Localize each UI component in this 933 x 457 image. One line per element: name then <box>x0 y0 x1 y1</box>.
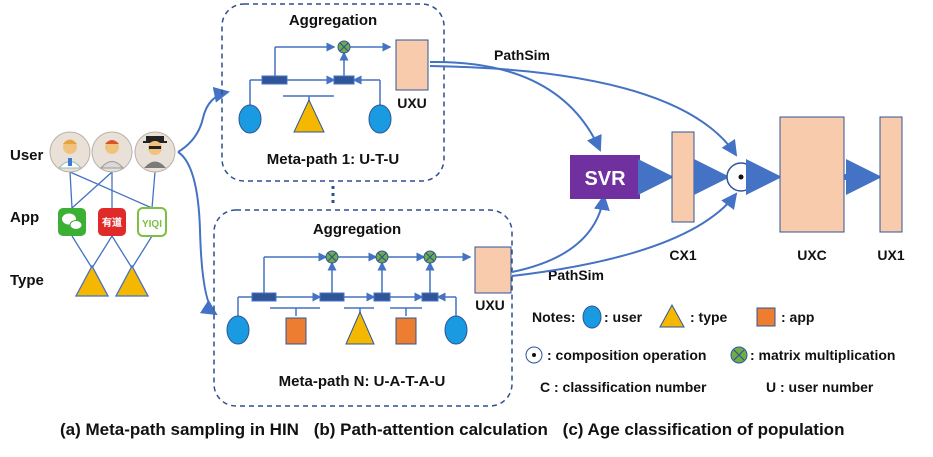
cx1-label: CX1 <box>669 247 696 263</box>
legend-u-definition: U : user number <box>766 379 874 395</box>
metapath1-panel: Aggregation UXU Meta-path 1: U-T-U <box>221 3 445 182</box>
metapathN-panel: Aggregation <box>213 209 513 407</box>
svr-block <box>570 155 640 199</box>
user-row-label: User <box>10 147 44 164</box>
legend: Notes: : user : type : app : composition… <box>525 303 895 395</box>
uxc-matrix <box>779 116 845 233</box>
metapathN-user-node-1 <box>226 315 250 345</box>
pathsim-top-label: PathSim <box>494 47 550 63</box>
svg-text:有道: 有道 <box>102 216 122 229</box>
metapath1-uxu-label: UXU <box>397 95 427 111</box>
hin-to-metapath1-arrow <box>177 86 230 153</box>
app-row-label: App <box>10 209 39 226</box>
metapath1-user-node-2 <box>368 104 392 134</box>
hin-to-metapathN-arrow <box>177 151 218 316</box>
metapathN-matmul-node-3 <box>423 250 437 264</box>
composition-dot <box>738 174 744 180</box>
type-row-label: Type <box>10 272 44 289</box>
type-node-1 <box>74 264 110 297</box>
cx1-vector <box>671 131 695 223</box>
svr-label: SVR <box>584 168 626 190</box>
legend-matmul-swatch <box>730 346 748 364</box>
hin-edges <box>69 171 156 269</box>
svg-text:YIQI: YIQI <box>142 219 162 230</box>
user-avatar-3 <box>134 131 176 173</box>
uxc-label: UXC <box>797 247 827 263</box>
legend-matmul-label: : matrix multiplication <box>750 347 895 363</box>
metapathN-aggregation-label: Aggregation <box>313 221 401 238</box>
legend-user-label: : user <box>604 309 643 325</box>
metapathN-user-node-2 <box>444 315 468 345</box>
legend-type-label: : type <box>690 309 728 325</box>
legend-app-label: : app <box>781 309 814 325</box>
caption-c: (c) Age classification of population <box>562 420 845 439</box>
legend-composition-dot <box>532 353 536 357</box>
metapathN-app-node-2 <box>395 317 417 345</box>
ux1-label: UX1 <box>877 247 904 263</box>
youdao-app-icon: 有道 <box>98 208 126 236</box>
user-avatar-1 <box>49 131 91 173</box>
ux1-vector <box>879 116 903 233</box>
diagram: User App Type <box>10 3 905 407</box>
user-avatar-2 <box>91 131 133 173</box>
metapathN-type-node <box>345 310 375 345</box>
caption-b: (b) Path-attention calculation <box>313 420 548 439</box>
metapath1-type-node <box>293 98 325 133</box>
legend-composition-label: : composition operation <box>547 347 706 363</box>
metapath1-user-node-1 <box>238 104 262 134</box>
uxu1-to-svr-arrow <box>429 60 602 152</box>
metapathN-title: Meta-path N: U-A-T-A-U <box>279 373 446 390</box>
type-node-2 <box>114 264 150 297</box>
metapath1-uxu-matrix <box>395 39 429 91</box>
legend-notes-prefix: Notes: <box>532 309 576 325</box>
pathsim-bottom-label: PathSim <box>548 267 604 283</box>
uxuN-to-compose-arrow <box>511 192 738 277</box>
metapathN-matmul-node-1 <box>325 250 339 264</box>
metapathN-app-node-1 <box>285 317 307 345</box>
metapath1-title: Meta-path 1: U-T-U <box>267 151 400 168</box>
iqiyi-app-icon: YIQI <box>137 207 167 237</box>
metapathN-uxu-label: UXU <box>475 297 505 313</box>
metapath1-aggregation-label: Aggregation <box>289 12 377 29</box>
legend-user-swatch <box>582 305 602 329</box>
legend-c-definition: C : classification number <box>540 379 707 395</box>
metapath1-matmul-node <box>337 40 351 54</box>
figure-caption: (a) Meta-path sampling in HIN (b) Path-a… <box>60 420 933 440</box>
metapathN-uxu-matrix <box>474 246 512 294</box>
wechat-app-icon <box>58 208 86 236</box>
hin-graph: User App Type <box>10 131 176 297</box>
uxu1-to-compose-arrow <box>429 65 738 157</box>
caption-a: (a) Meta-path sampling in HIN <box>60 420 299 439</box>
metapathN-matmul-node-2 <box>375 250 389 264</box>
legend-app-swatch <box>756 307 776 327</box>
uxuN-to-svr-arrow <box>511 194 610 273</box>
legend-type-swatch <box>659 303 685 328</box>
